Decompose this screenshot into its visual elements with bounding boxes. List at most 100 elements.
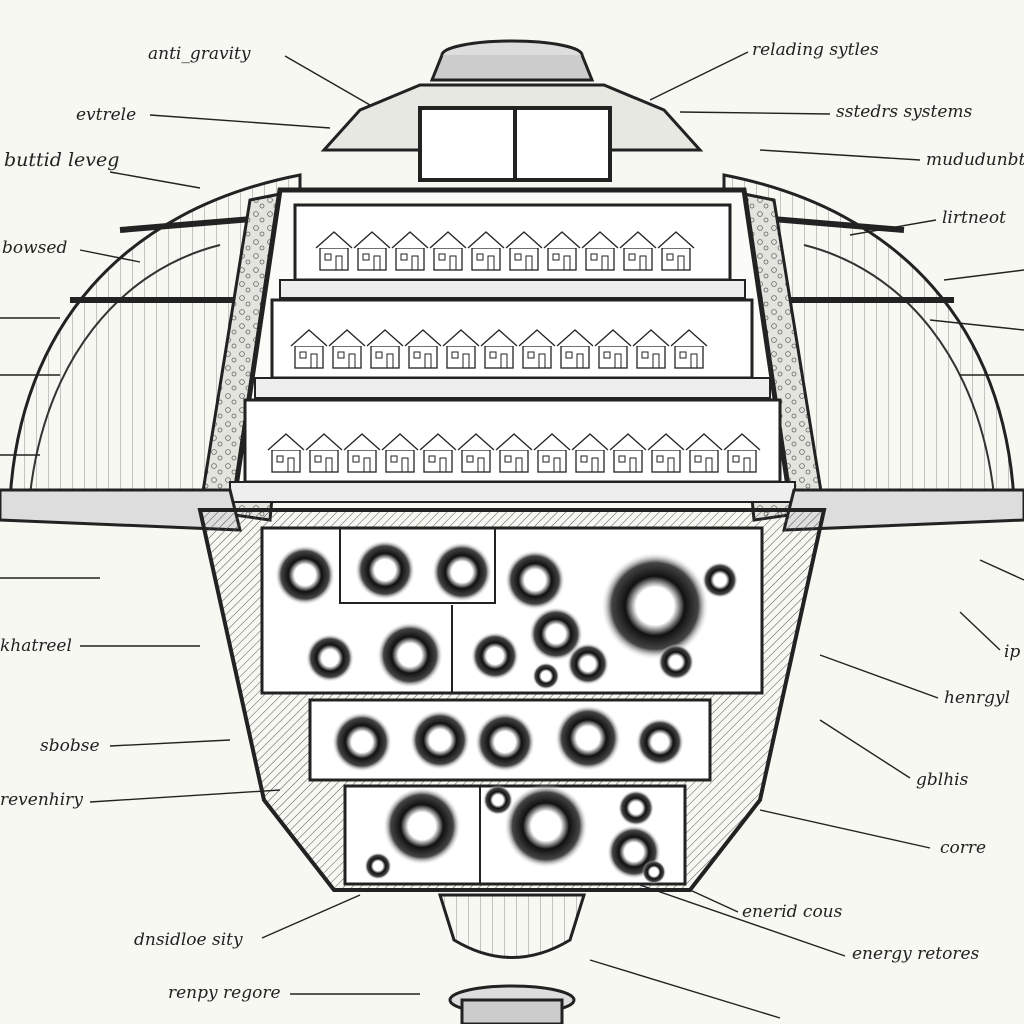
energy-orb <box>483 785 513 815</box>
energy-orb <box>642 860 666 884</box>
house <box>647 433 685 473</box>
energy-orb <box>529 607 583 661</box>
label-bowsed: bowsed <box>2 238 68 258</box>
label-relading-sytles: relading sytles <box>752 40 879 60</box>
label-sbobse: sbobse <box>40 736 100 756</box>
house <box>543 231 581 271</box>
label-corre: corre <box>940 838 987 858</box>
house <box>518 329 556 369</box>
label-sstedrs-systems: sstedrs systems <box>836 102 973 122</box>
label-dnsidloe-sity: dnsidloe sity <box>134 930 243 950</box>
energy-orb <box>601 552 709 660</box>
leader-line <box>689 889 739 913</box>
house <box>366 329 404 369</box>
house <box>581 231 619 271</box>
leader-line <box>639 884 846 957</box>
energy-orb <box>504 784 588 868</box>
label-revenhiry: revenhiry <box>0 790 83 810</box>
energy-orb <box>355 540 415 600</box>
house <box>391 231 429 271</box>
label-energy-retores: energy retores <box>852 944 980 964</box>
label-buttid-leveg: buttid leveg <box>4 149 120 171</box>
house <box>343 433 381 473</box>
label-henrgyl: henrgyl <box>944 688 1011 708</box>
house <box>429 231 467 271</box>
energy-orb <box>567 643 609 685</box>
energy-orb <box>532 662 560 690</box>
leader-line <box>979 559 1024 581</box>
leader-line <box>929 319 1024 331</box>
house <box>657 231 695 271</box>
leader-line <box>679 111 831 115</box>
energy-orb <box>702 562 738 598</box>
leader-line <box>149 114 331 129</box>
energy-orb <box>471 632 519 680</box>
energy-orb <box>505 550 565 610</box>
energy-orb <box>410 710 470 770</box>
leader-line <box>943 269 1024 281</box>
leader-line <box>109 171 201 189</box>
house <box>457 433 495 473</box>
house <box>505 231 543 271</box>
label-khatreel: khatreel <box>0 636 72 656</box>
label-evtrele: evtrele <box>76 105 137 125</box>
house <box>670 329 708 369</box>
leader-line <box>589 959 781 1019</box>
label-anti-gravity: anti_gravity <box>148 44 251 64</box>
house <box>556 329 594 369</box>
houses <box>267 231 761 473</box>
house <box>442 329 480 369</box>
leader-line <box>959 611 1001 651</box>
leader-line <box>109 739 231 747</box>
energy-orb <box>618 790 654 826</box>
top-cupola <box>320 39 704 182</box>
leader-lines <box>0 51 1024 1019</box>
label-energy-cous: enerid cous <box>742 902 843 922</box>
house <box>467 231 505 271</box>
energy-orb <box>383 787 461 865</box>
leader-line <box>284 55 371 106</box>
leader-line <box>759 809 931 849</box>
house <box>685 433 723 473</box>
leader-line <box>261 894 361 939</box>
leader-line <box>759 149 921 161</box>
house <box>571 433 609 473</box>
energy-orb <box>275 545 335 605</box>
house <box>619 231 657 271</box>
energy-orbs <box>275 540 738 884</box>
house <box>632 329 670 369</box>
house <box>723 433 761 473</box>
leader-line <box>819 654 939 699</box>
energy-orb <box>432 542 492 602</box>
energy-orb <box>377 622 443 688</box>
house <box>480 329 518 369</box>
leader-line <box>89 789 281 803</box>
house <box>495 433 533 473</box>
energy-orb <box>475 712 535 772</box>
leader-line <box>649 51 749 101</box>
house <box>609 433 647 473</box>
house <box>305 433 343 473</box>
label-ip: ip <box>1004 642 1021 662</box>
label-renpy-regore: renpy regore <box>168 983 281 1003</box>
house <box>290 329 328 369</box>
label-mududunbt: mududunbt <box>926 150 1024 170</box>
house <box>267 433 305 473</box>
energy-orb <box>332 712 392 772</box>
house <box>328 329 366 369</box>
energy-orb <box>658 644 694 680</box>
bottom-spire <box>437 893 587 1024</box>
leader-line <box>819 719 911 779</box>
energy-orb <box>364 852 392 880</box>
leader-line <box>79 249 141 263</box>
leader-line <box>849 219 937 236</box>
energy-orb <box>306 634 354 682</box>
house <box>419 433 457 473</box>
energy-orb <box>555 705 621 771</box>
energy-orb <box>636 718 684 766</box>
house <box>404 329 442 369</box>
house <box>533 433 571 473</box>
label-lirtneot: lirtneot <box>942 208 1006 228</box>
